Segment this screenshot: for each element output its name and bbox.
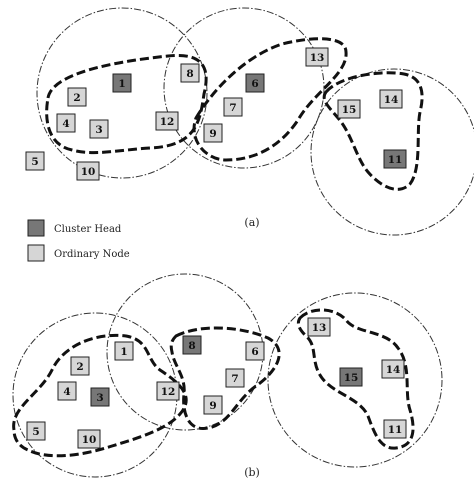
cluster-boundary-b3 [296, 308, 415, 450]
node-7: 7 [223, 97, 243, 117]
node-b-2: 2 [70, 356, 90, 376]
legend-cluster-head-swatch [27, 219, 45, 237]
svg-text:15: 15 [342, 104, 357, 116]
svg-text:13: 13 [312, 322, 327, 334]
node-b-12: 12 [156, 381, 180, 401]
node-15: 15 [337, 99, 361, 119]
caption-b: (b) [244, 466, 260, 479]
svg-text:9: 9 [209, 400, 216, 412]
svg-text:13: 13 [310, 52, 325, 64]
node-10: 10 [76, 161, 100, 181]
svg-text:14: 14 [384, 94, 399, 106]
node-b-15: 15 [339, 367, 363, 387]
node-12: 12 [155, 111, 179, 131]
caption-a: (a) [244, 216, 259, 229]
cluster-boundary-b2 [169, 326, 281, 430]
range-circle-b3 [267, 292, 443, 468]
svg-text:5: 5 [32, 426, 39, 438]
node-b-3: 3 [90, 387, 110, 407]
svg-text:4: 4 [62, 118, 69, 130]
svg-text:10: 10 [81, 166, 96, 178]
svg-text:14: 14 [386, 364, 401, 376]
node-b-4: 4 [57, 381, 77, 401]
node-b-14: 14 [381, 359, 405, 379]
node-13: 13 [305, 47, 329, 67]
svg-text:15: 15 [344, 372, 359, 384]
node-b-10: 10 [77, 429, 101, 449]
node-5: 5 [25, 151, 45, 171]
node-9: 9 [203, 123, 223, 143]
svg-text:2: 2 [73, 92, 80, 104]
node-11: 11 [383, 149, 407, 169]
cluster-boundary-b1 [12, 333, 188, 458]
legend-ordinary-node-swatch [27, 244, 45, 262]
svg-text:9: 9 [209, 128, 216, 140]
node-b-13: 13 [307, 317, 331, 337]
range-circle-a1 [36, 7, 208, 179]
cluster-boundary-a2 [192, 37, 348, 162]
svg-text:12: 12 [160, 116, 175, 128]
svg-text:7: 7 [229, 102, 236, 114]
legend: Cluster Head Ordinary Node [27, 219, 130, 262]
cluster-boundary-a1 [45, 53, 208, 155]
legend-cluster-head-label: Cluster Head [54, 224, 122, 235]
node-b-8: 8 [182, 335, 202, 355]
svg-text:6: 6 [251, 78, 258, 90]
svg-text:3: 3 [95, 124, 102, 136]
panel-a: 1 2 3 4 5 6 7 8 9 10 11 12 13 14 15 (a) [25, 7, 474, 236]
range-circle-a3 [310, 68, 474, 236]
svg-text:11: 11 [388, 424, 403, 436]
svg-text:6: 6 [251, 346, 258, 358]
node-b-1: 1 [114, 341, 134, 361]
node-1: 1 [112, 73, 132, 93]
node-b-5: 5 [26, 421, 46, 441]
svg-text:8: 8 [188, 340, 195, 352]
node-b-11: 11 [383, 419, 407, 439]
node-6: 6 [245, 73, 265, 93]
node-4: 4 [56, 113, 76, 133]
node-b-9: 9 [203, 395, 223, 415]
node-3: 3 [89, 119, 109, 139]
node-2: 2 [67, 87, 87, 107]
svg-text:11: 11 [388, 154, 403, 166]
node-b-6: 6 [245, 341, 265, 361]
range-circle-a2 [163, 7, 325, 169]
svg-text:3: 3 [96, 392, 103, 404]
legend-ordinary-node-label: Ordinary Node [54, 249, 130, 260]
svg-text:7: 7 [231, 373, 238, 385]
svg-text:5: 5 [31, 156, 38, 168]
panel-b: 1 2 3 4 5 6 7 8 9 10 11 12 13 14 15 (b) [12, 273, 443, 479]
svg-text:2: 2 [76, 361, 83, 373]
node-b-7: 7 [225, 368, 245, 388]
svg-text:8: 8 [186, 68, 193, 80]
svg-text:10: 10 [82, 434, 97, 446]
svg-text:12: 12 [161, 386, 176, 398]
node-14: 14 [379, 89, 403, 109]
svg-text:4: 4 [63, 386, 70, 398]
svg-text:1: 1 [118, 78, 125, 90]
svg-text:1: 1 [120, 346, 127, 358]
node-8: 8 [180, 63, 200, 83]
